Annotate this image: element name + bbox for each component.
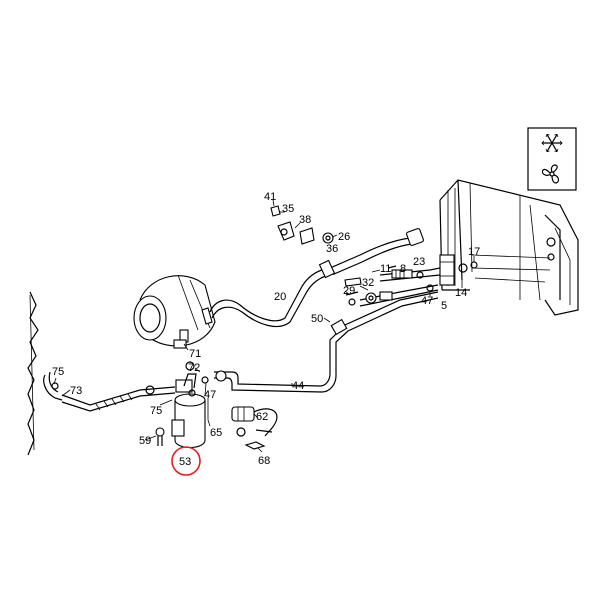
callout-8: 8 [400,263,406,275]
callout-47-right: 47 [421,295,433,307]
liquid-line-44 [214,291,439,393]
legend-box [527,127,577,191]
evaporator-housing [439,179,579,316]
callout-labels: 41 35 38 36 26 26 20 11 8 23 17 32 29 47… [52,191,480,468]
callout-75-left: 75 [52,366,64,378]
callout-41: 41 [264,191,276,203]
callout-35: 35 [282,203,294,215]
fittings-center [185,361,209,420]
callout-75-center: 75 [150,405,162,417]
highlight-circle [171,446,201,476]
callout-73: 73 [70,385,82,397]
hose-73 [43,371,176,412]
callout-14: 14 [455,287,467,299]
snowflake-icon [541,133,563,153]
callout-53: 53 [179,456,191,468]
bracket-parts-top [270,205,334,245]
callout-71: 71 [189,348,201,360]
receiver-drier [155,373,206,449]
callout-29: 29 [343,285,355,297]
pipe-lower-valve [359,284,439,307]
pressure-switch-62 [231,406,278,450]
callout-72: 72 [188,362,200,374]
callout-68: 68 [258,455,270,467]
callout-23: 23 [413,256,425,268]
callout-59: 59 [139,435,151,447]
callout-5: 5 [441,300,447,312]
pipe-upper-valve [379,267,441,282]
fan-icon [541,164,560,184]
callout-62: 62 [256,411,268,423]
left-body-panel [27,291,39,456]
callout-47-center: 47 [204,389,216,401]
leader-lines [53,199,475,453]
callout-32: 32 [362,277,374,289]
expansion-valve [426,254,478,292]
callout-50: 50 [311,313,323,325]
suction-hose-20 [201,228,424,327]
callout-17: 17 [468,246,480,258]
callout-20: 20 [274,291,286,303]
callout-26-visible: 26 [338,231,350,243]
callout-44: 44 [292,380,304,392]
callout-11: 11 [380,263,391,275]
callout-38: 38 [299,214,311,226]
callout-36: 36 [326,243,338,255]
callout-65: 65 [210,427,222,439]
fittings-right [344,265,424,306]
